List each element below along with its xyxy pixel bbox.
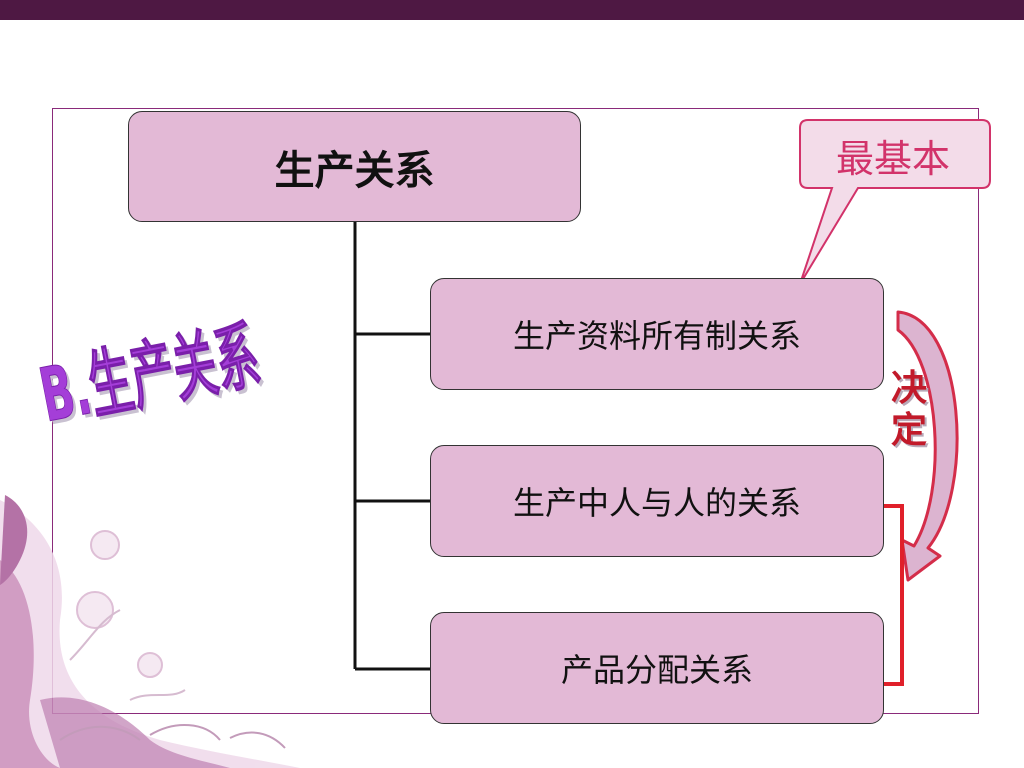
floral-decoration	[0, 495, 300, 768]
root-node-production-relations: 生产关系	[128, 111, 581, 222]
callout-label: 最基本	[835, 136, 950, 181]
callout-bubble	[799, 119, 991, 285]
child-node-label-1: 生产资料所有制关系	[512, 317, 801, 355]
child-node-distribution: 产品分配关系	[430, 612, 884, 724]
child-node-label-3: 产品分配关系	[560, 651, 753, 689]
tree-connectors	[353, 222, 430, 671]
bracket-connector	[878, 504, 904, 686]
child-node-ownership: 生产资料所有制关系	[430, 278, 884, 390]
top-banner-bar	[0, 0, 1024, 20]
decide-char-2: 定	[890, 410, 927, 451]
child-node-label-2: 生产中人与人的关系	[512, 484, 801, 522]
decide-char-1: 决	[890, 368, 927, 409]
decide-label: 决 定	[883, 368, 935, 452]
child-node-interpersonal: 生产中人与人的关系	[430, 445, 884, 557]
curved-arrow	[896, 310, 959, 582]
root-node-label: 生产关系	[274, 147, 435, 194]
